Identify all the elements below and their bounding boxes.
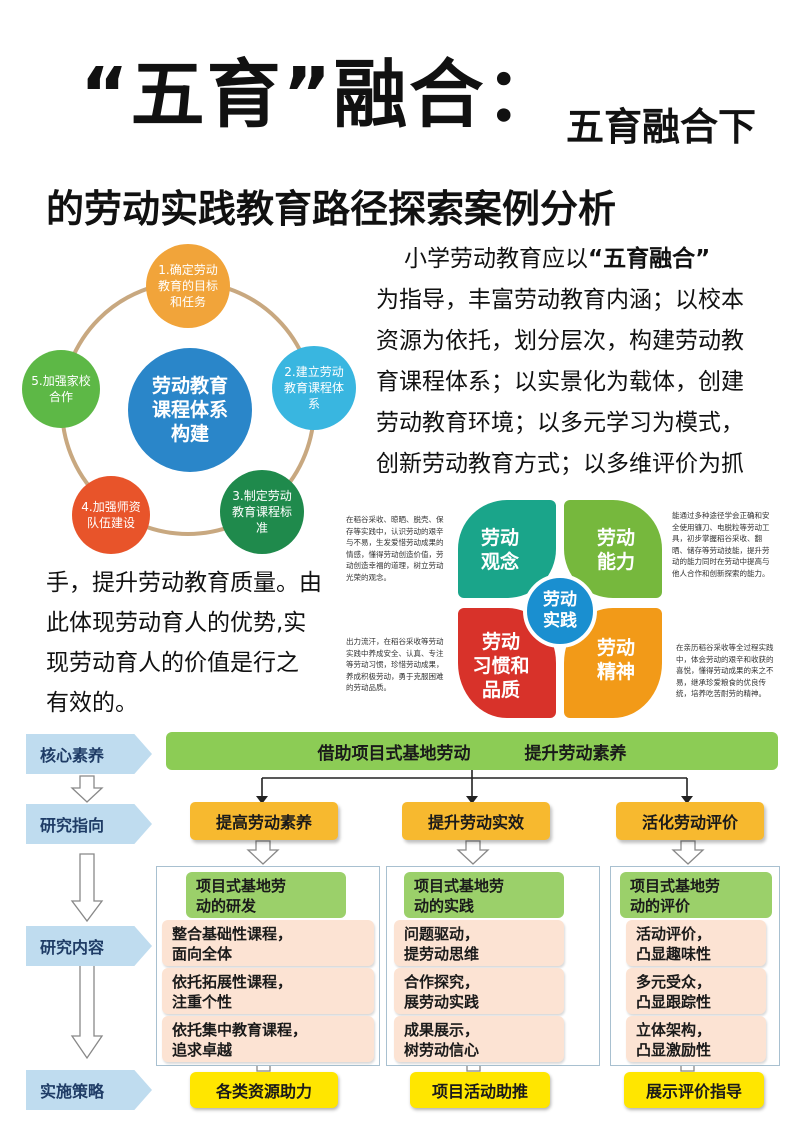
column-1-item-2: 依托拓展性课程， 注重个性 — [162, 968, 374, 1014]
column-1-head: 项目式基地劳 动的研发 — [186, 872, 346, 918]
paragraph-line-8: 此体现劳动育人的优势,实 — [46, 610, 307, 636]
paragraph-line-5: 劳动教育环境；以多元学习为模式， — [376, 410, 744, 436]
column-1-item-3: 依托集中教育课程， 追求卓越 — [162, 1016, 374, 1062]
petal-label-bl: 劳动 习惯和 品质 — [472, 631, 530, 701]
column-3-item-3: 立体架构， 凸显激励性 — [626, 1016, 766, 1062]
strategy-box-1: 各类资源助力 — [190, 1072, 338, 1108]
column-2-item-2: 合作探究， 展劳动实践 — [394, 968, 564, 1014]
core-bar: 借助项目式基地劳动 提升劳动素养 — [166, 732, 778, 770]
petal-center-label: 劳动 实践 — [543, 590, 577, 631]
page-title: “五育”融合： — [80, 52, 562, 138]
direction-box-1: 提高劳动素养 — [190, 802, 338, 840]
row-label-core: 核心素养 — [26, 734, 152, 774]
paragraph-line-4: 育课程体系；以实景化为载体，创建 — [376, 369, 744, 395]
paragraph-line-7: 手，提升劳动教育质量。由 — [46, 570, 322, 596]
core-bar-right: 提升劳动素养 — [524, 743, 627, 764]
row-label-direction: 研究指向 — [26, 804, 152, 844]
column-3-item-1: 活动评价， 凸显趣味性 — [626, 920, 766, 966]
petal-label-tl: 劳动 观念 — [480, 527, 519, 573]
paragraph-line-6: 创新劳动教育方式；以多维评价为抓 — [376, 451, 744, 477]
cycle-diagram: 劳动教育 课程体系 构建 1.确定劳动 教育的目标 和任务 2.建立劳动 教育课… — [20, 238, 360, 558]
column-2-head: 项目式基地劳 动的实践 — [404, 872, 564, 918]
column-3-item-2: 多元受众， 凸显跟踪性 — [626, 968, 766, 1014]
cycle-node-2: 2.建立劳动 教育课程体 系 — [272, 346, 356, 430]
cycle-node-4: 4.加强师资 队伍建设 — [72, 476, 150, 554]
strategy-box-2: 项目活动助推 — [410, 1072, 550, 1108]
column-1-item-1: 整合基础性课程， 面向全体 — [162, 920, 374, 966]
paragraph-line-2: 为指导，丰富劳动教育内涵；以校本 — [376, 287, 744, 313]
row-label-content: 研究内容 — [26, 926, 152, 966]
column-3-head: 项目式基地劳 动的评价 — [620, 872, 772, 918]
paragraph-line-3: 资源为依托，划分层次，构建劳动教 — [376, 328, 744, 354]
cycle-center: 劳动教育 课程体系 构建 — [128, 348, 252, 472]
petal-note-tr: 能通过多种途径学会正确和安 全使用镰刀、电脱粒等劳动工 具，初步掌握稻谷采收、翻… — [672, 511, 770, 578]
direction-box-3: 活化劳动评价 — [616, 802, 764, 840]
paragraph-text: 小学劳动教育应以 — [404, 246, 588, 272]
column-2-item-1: 问题驱动， 提劳动思维 — [394, 920, 564, 966]
direction-box-2: 提升劳动实效 — [402, 802, 550, 840]
cycle-node-1: 1.确定劳动 教育的目标 和任务 — [146, 244, 230, 328]
paragraph-line-9: 现劳动育人的价值是行之 — [46, 650, 299, 676]
page-subtitle: 的劳动实践教育路径探索案例分析 — [46, 187, 617, 231]
core-bar-left: 借助项目式基地劳动 — [317, 743, 471, 764]
petal-center: 劳动 实践 — [523, 574, 597, 648]
column-2-item-3: 成果展示， 树劳动信心 — [394, 1016, 564, 1062]
strategy-box-3: 展示评价指导 — [624, 1072, 764, 1108]
petal-note-tl: 在稻谷采收、晾晒、脱壳、保 存等实践中，认识劳动的艰辛 与不易，生发爱惜劳动成果… — [346, 515, 444, 582]
petal-label-tr: 劳动 能力 — [596, 527, 635, 573]
petal-label-br: 劳动 精神 — [596, 637, 635, 683]
flow-chart: 核心素养 研究指向 研究内容 实施策略 借助项目式基地劳动 提升劳动素养 提高劳… — [0, 726, 800, 1131]
paragraph-emphasis: “五育融合” — [588, 246, 711, 272]
page-title-tail: 五育融合下 — [566, 105, 757, 149]
paragraph-line-10: 有效的。 — [46, 690, 138, 716]
cycle-node-5: 5.加强家校 合作 — [22, 350, 100, 428]
petal-note-bl: 出力流汗，在稻谷采收等劳动 实践中养成安全、认真、专注 等劳动习惯，珍惜劳动成果… — [346, 637, 444, 692]
petal-note-br: 在亲历稻谷采收等全过程实践 中，体会劳动的艰辛和收获的 喜悦，懂得劳动成果的来之… — [676, 643, 774, 698]
petal-diagram: 在稻谷采收、晾晒、脱壳、保 存等实践中，认识劳动的艰辛 与不易，生发爱惜劳动成果… — [340, 496, 780, 722]
cycle-node-3: 3.制定劳动 教育课程标 准 — [220, 470, 304, 554]
row-label-strategy: 实施策略 — [26, 1070, 152, 1110]
paragraph-line-1: 小学劳动教育应以“五育融合” — [404, 240, 710, 279]
